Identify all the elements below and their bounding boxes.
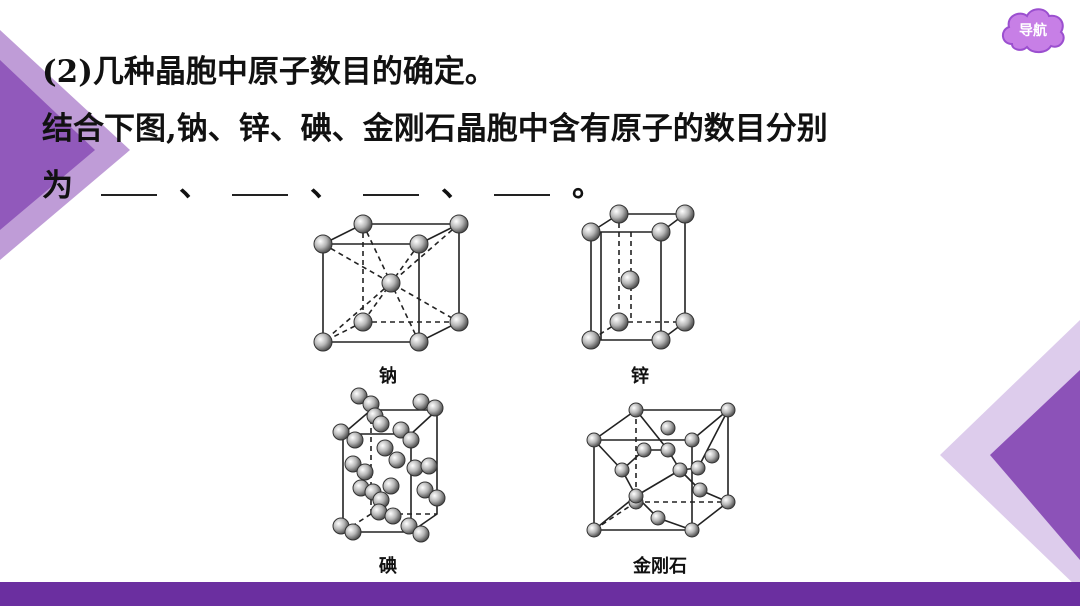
nav-label: 导航: [1019, 23, 1047, 39]
answer-prefix: 为: [42, 168, 73, 204]
question-line: 结合下图,钠、锌、碘、金刚石晶胞中含有原子的数目分别: [42, 111, 828, 147]
answer-blank-4[interactable]: [494, 158, 550, 196]
question-text: (2)几种晶胞中原子数目的确定。 结合下图,钠、锌、碘、金刚石晶胞中含有原子的数…: [42, 44, 1042, 215]
separator-1: 、: [179, 168, 210, 204]
diamond-crystal-diagram: [586, 402, 736, 538]
answer-blank-3[interactable]: [363, 158, 419, 196]
separator-3: 、: [441, 168, 472, 204]
zinc-label: 锌: [631, 366, 649, 387]
iodine-crystal-diagram: [332, 387, 446, 543]
separator-2: 、: [310, 168, 341, 204]
iodine-label: 碘: [379, 556, 397, 577]
heading: (2)几种晶胞中原子数目的确定。: [42, 54, 496, 90]
answer-blank-2[interactable]: [232, 158, 288, 196]
sodium-crystal-diagram: [313, 214, 469, 352]
zinc-crystal-diagram: [581, 204, 695, 350]
diamond-label: 金刚石: [633, 556, 687, 577]
answer-blank-1[interactable]: [101, 158, 157, 196]
period: 。: [572, 168, 603, 204]
cloud-icon: [1002, 8, 1065, 54]
answer-line: 为 、 、 、 。: [42, 158, 1042, 215]
nav-button[interactable]: 导航: [998, 4, 1068, 56]
sodium-label: 钠: [379, 366, 397, 387]
bottom-bar: [0, 582, 1080, 606]
